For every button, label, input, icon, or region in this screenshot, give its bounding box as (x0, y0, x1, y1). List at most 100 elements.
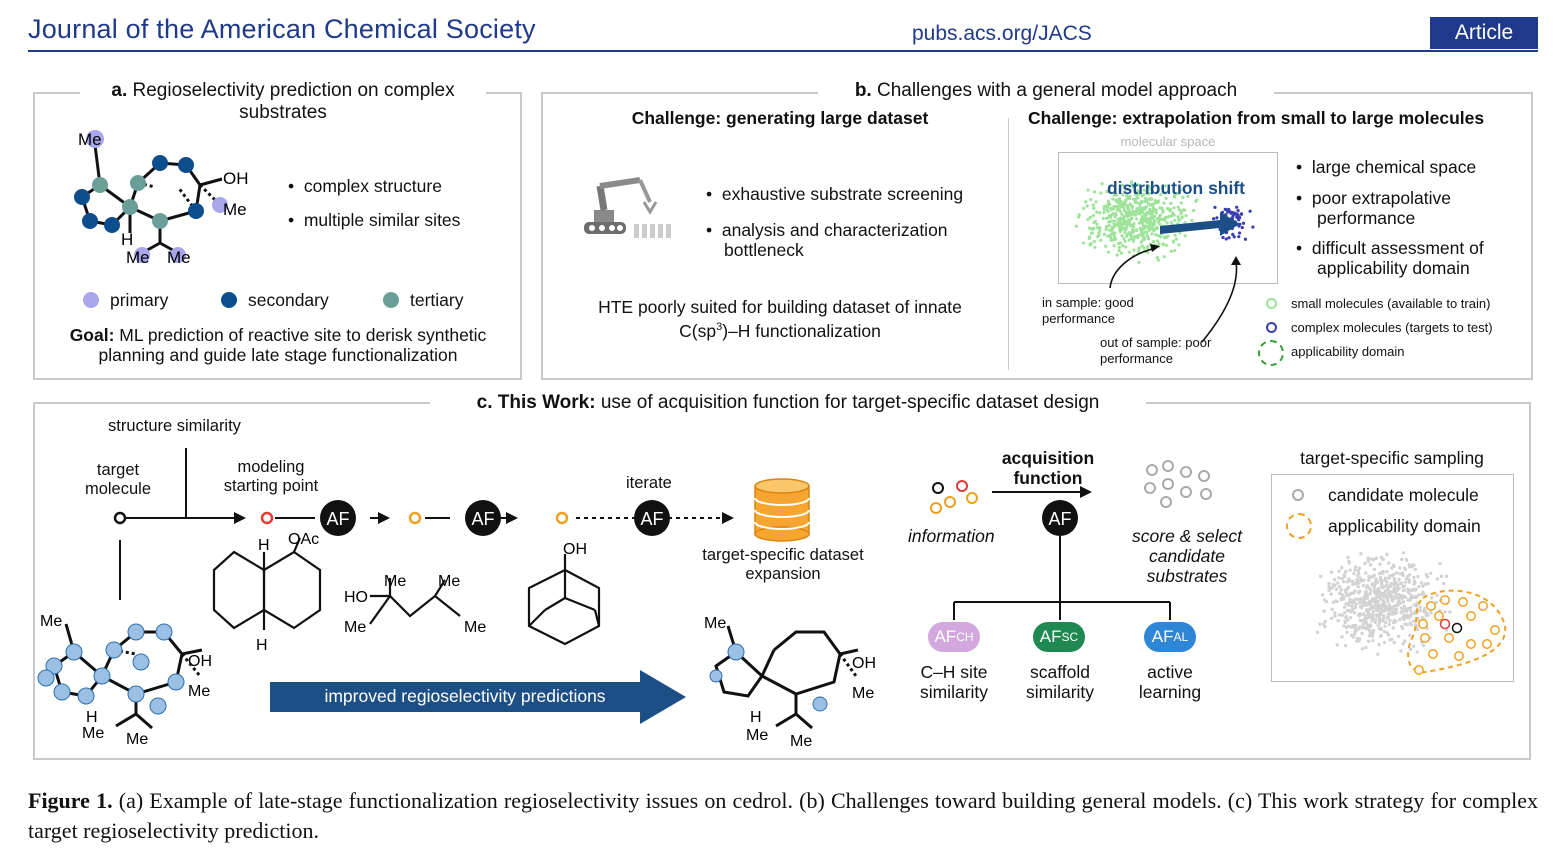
scatter-point (1441, 581, 1446, 586)
sampled-point (1482, 639, 1492, 649)
scatter-point (1350, 582, 1355, 586)
scatter-point (1226, 210, 1230, 214)
scatter-point (1347, 603, 1351, 607)
scatter-point (1123, 226, 1127, 230)
scatter-point (1401, 573, 1405, 578)
scatter-point (1241, 221, 1246, 225)
scatter-point (1352, 571, 1356, 576)
scatter-point (1400, 596, 1404, 601)
scatter-point (1232, 235, 1236, 239)
scatter-point (1239, 212, 1244, 216)
scatter-point (1380, 593, 1384, 598)
scatter-point (1155, 255, 1159, 260)
scatter-point (1150, 191, 1154, 195)
scatter-point (1399, 610, 1404, 615)
scatter-point (1134, 217, 1139, 221)
scatter-point (1353, 605, 1358, 610)
scatter-point (1365, 596, 1369, 601)
atom-oac: OAc (288, 531, 319, 548)
scatter-point (1354, 629, 1358, 633)
scatter-point (1180, 216, 1184, 220)
scatter-point (1113, 215, 1117, 219)
scatter-point (1397, 593, 1401, 597)
scatter-point (1119, 219, 1123, 223)
scatter-point (1411, 644, 1416, 648)
panel-b-title: b. Challenges with a general model appro… (818, 80, 1274, 102)
legend-small-dot (1266, 298, 1277, 309)
atom-h: H (258, 537, 270, 554)
scatter-point (1393, 611, 1397, 616)
scatter-point (1113, 231, 1117, 235)
scatter-point (1340, 576, 1344, 581)
atom-me: Me (344, 619, 366, 636)
scatter-point (1093, 245, 1097, 249)
atom-oh: OH (223, 169, 249, 188)
panel-a-bullet: • multiple similar sites (288, 210, 461, 230)
scatter-point (1094, 200, 1098, 204)
panel-b-divider (1008, 118, 1009, 370)
distribution-scatter (1074, 180, 1255, 264)
scatter-point (1086, 217, 1090, 221)
scatter-point (1391, 626, 1395, 630)
scatter-point (1118, 222, 1122, 227)
scatter-point (1411, 595, 1416, 600)
scatter-point (1382, 602, 1386, 607)
scatter-point (1112, 222, 1116, 226)
scatter-point (1172, 213, 1176, 217)
scatter-point (1118, 209, 1122, 213)
scatter-point (1372, 605, 1377, 609)
scatter-point (1374, 556, 1379, 560)
scatter-point (1130, 182, 1134, 186)
scatter-point (1333, 614, 1337, 618)
legend-tertiary: tertiary (410, 290, 464, 310)
legend-domain: applicability domain (1291, 344, 1405, 359)
scatter-point (1423, 582, 1427, 586)
scatter-point (1087, 236, 1091, 241)
scatter-point (1401, 600, 1406, 604)
scatter-point (1107, 220, 1111, 224)
scatter-point (1183, 234, 1187, 238)
journal-url[interactable]: pubs.acs.org/JACS (912, 22, 1092, 45)
scatter-point (1392, 579, 1397, 584)
scatter-point (1365, 623, 1370, 628)
atom-me: Me (852, 685, 874, 702)
left-bullet: • exhaustive substrate screening (706, 184, 964, 204)
scatter-point (1110, 225, 1114, 229)
scatter-point (1392, 640, 1396, 645)
scatter-point (1340, 592, 1344, 597)
atom-me: Me (790, 733, 812, 750)
scatter-point (1409, 588, 1413, 593)
scatter-point (1392, 590, 1396, 594)
scatter-point (1142, 188, 1146, 192)
score-select-label: score & select candidate substrates (1132, 526, 1242, 586)
scatter-point (1153, 201, 1157, 205)
scatter-point (1130, 230, 1134, 235)
scatter-point (1169, 201, 1173, 205)
scatter-point (1381, 557, 1385, 561)
scatter-point (1117, 248, 1121, 253)
scatter-point (1109, 236, 1113, 240)
scatter-point (1353, 589, 1357, 593)
scatter-point (1386, 587, 1390, 591)
scatter-point (1385, 598, 1390, 602)
scatter-point (1364, 589, 1368, 594)
af-ch-label: C–H site similarity (919, 662, 989, 702)
scatter-point (1364, 609, 1369, 613)
scatter-point (1107, 223, 1111, 228)
scatter-point (1115, 223, 1119, 227)
scatter-point (1149, 222, 1153, 226)
diol-molecule: HO Me Me Me Me (344, 573, 486, 636)
scatter-point (1366, 578, 1371, 582)
scatter-point (1348, 615, 1353, 620)
scatter-point (1123, 239, 1127, 243)
scatter-point (1375, 592, 1379, 597)
scatter-point (1163, 191, 1168, 195)
scatter-point (1231, 232, 1235, 236)
scatter-point (1127, 231, 1131, 235)
scatter-point (1150, 225, 1154, 229)
atom-me: Me (78, 130, 102, 149)
scatter-point (1425, 575, 1430, 579)
scatter-point (1150, 197, 1154, 201)
scatter-point (1389, 612, 1394, 616)
target-point (1451, 622, 1463, 634)
